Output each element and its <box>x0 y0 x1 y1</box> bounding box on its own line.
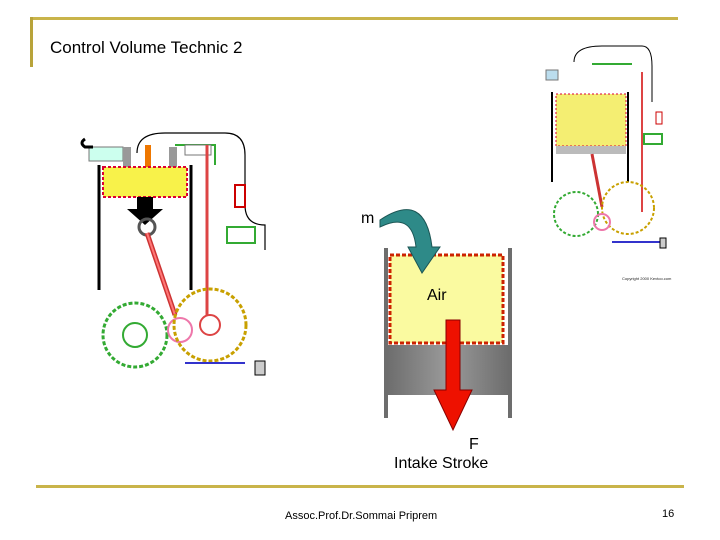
page-title: Control Volume Technic 2 <box>50 38 243 57</box>
footer-author: Assoc.Prof.Dr.Sommai Priprem <box>285 510 438 522</box>
force-label: F <box>469 436 479 453</box>
force-arrow-icon <box>433 319 473 432</box>
title-accent-bar <box>30 17 33 67</box>
mass-label: m <box>361 210 375 227</box>
copyright-text: Copyright 2000 Kevtoo.com <box>622 276 672 281</box>
title-accent-line <box>30 17 678 20</box>
footer-accent-line <box>36 485 684 488</box>
curved-arrow-icon <box>379 209 441 274</box>
cylinder-wall-right <box>508 248 512 418</box>
control-volume-diagram <box>379 209 512 432</box>
engine-animation-icon <box>80 132 266 376</box>
engine-thumbnail-icon <box>545 45 667 249</box>
air-label: Air <box>427 287 447 304</box>
page-number: 16 <box>662 508 675 520</box>
stroke-label: Intake Stroke <box>394 455 489 472</box>
cylinder-wall-left <box>384 248 388 418</box>
